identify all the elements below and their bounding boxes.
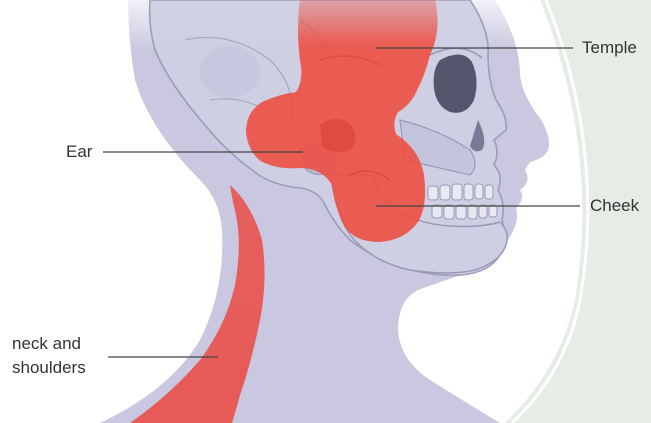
neck-label-line-2: shoulders [12, 356, 112, 380]
eye-socket [434, 54, 477, 112]
neck-and-shoulders-label: neck and shoulders [12, 332, 112, 380]
cheek-label: Cheek [590, 194, 639, 218]
ear-label: Ear [66, 140, 92, 164]
temple-label: Temple [582, 36, 637, 60]
neck-label-line-1: neck and [12, 332, 112, 356]
